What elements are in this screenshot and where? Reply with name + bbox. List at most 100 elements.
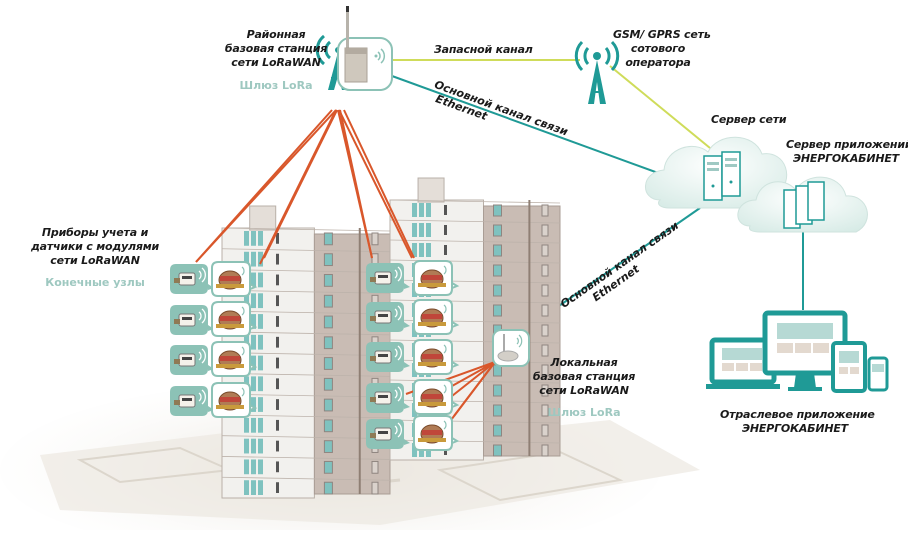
- window: [258, 251, 263, 267]
- window: [493, 204, 502, 217]
- window: [258, 459, 263, 475]
- devices-group: [706, 310, 889, 393]
- roof-block: [417, 177, 445, 203]
- tablet-icon: [831, 341, 867, 393]
- pipe-icon: [418, 438, 446, 442]
- pipe-icon: [174, 319, 180, 324]
- wireless-icon: [241, 306, 245, 316]
- window: [244, 480, 249, 495]
- window: [444, 245, 447, 255]
- window: [244, 438, 249, 454]
- window: [276, 233, 279, 244]
- meter-band: [220, 397, 240, 402]
- pipe-icon: [370, 356, 376, 361]
- meter-band: [220, 316, 240, 321]
- cell-tower-icon: [574, 40, 620, 104]
- wireless-icon: [443, 420, 447, 430]
- water-meter-node: [413, 415, 460, 451]
- roof-block: [249, 205, 277, 231]
- window: [323, 274, 333, 287]
- window: [258, 438, 263, 454]
- network-server-label: Сервер сети: [711, 113, 787, 126]
- window: [251, 376, 256, 392]
- meter-display: [182, 398, 192, 401]
- floor-line: [389, 239, 561, 244]
- window: [371, 481, 379, 495]
- heat-meter-node: [366, 263, 410, 293]
- water-meter-node: [211, 301, 258, 337]
- app-server-cloud: [737, 176, 868, 233]
- wireless-icon: [201, 389, 206, 405]
- meter-display: [182, 317, 192, 320]
- pipe-icon: [174, 278, 180, 283]
- water-meter-node: [413, 260, 460, 296]
- window: [412, 243, 417, 257]
- meter-band: [422, 314, 442, 319]
- window: [251, 334, 256, 350]
- pipe-icon: [174, 359, 180, 364]
- window: [244, 459, 249, 475]
- backup-link: [392, 59, 711, 149]
- window: [323, 315, 333, 329]
- wireless-icon: [201, 267, 206, 283]
- radio-link: [195, 109, 333, 263]
- wireless-icon: [397, 422, 402, 438]
- window: [493, 424, 502, 437]
- window: [323, 253, 333, 267]
- meter-band: [422, 354, 442, 359]
- water-meter-node: [211, 382, 258, 418]
- window: [276, 461, 279, 473]
- window: [258, 480, 263, 495]
- window: [276, 482, 279, 493]
- window: [541, 324, 549, 337]
- heat-meter-node: [170, 264, 214, 294]
- pipe-icon: [216, 324, 244, 328]
- window: [426, 243, 431, 257]
- window: [426, 203, 431, 217]
- floor-line: [221, 414, 391, 419]
- window: [323, 294, 333, 308]
- window: [541, 384, 549, 397]
- window: [493, 444, 502, 457]
- meter-display: [378, 431, 388, 434]
- window: [276, 336, 279, 348]
- window: [276, 399, 279, 410]
- wireless-icon: [443, 344, 447, 354]
- window: [541, 364, 549, 377]
- app-server-label: Сервер приложений ЭНЕРГОКАБИНЕТ: [786, 138, 908, 165]
- window: [276, 419, 279, 431]
- window: [276, 274, 279, 286]
- radio-link: [451, 361, 496, 397]
- gsm-label: GSM/ GPRS сеть сотового оператора: [613, 28, 711, 69]
- heat-meter-node: [170, 386, 214, 416]
- window: [258, 314, 263, 329]
- wireless-icon: [394, 425, 398, 435]
- laptop-icon: [706, 337, 780, 389]
- meter-band: [220, 276, 240, 281]
- window: [541, 284, 549, 297]
- pipe-icon: [418, 322, 446, 326]
- window: [541, 344, 549, 357]
- meter-band: [422, 394, 442, 399]
- window: [258, 355, 263, 371]
- backup-link-label: Запасной канал: [434, 43, 533, 56]
- pipe-icon: [370, 277, 376, 282]
- window: [251, 438, 256, 454]
- window: [323, 357, 333, 370]
- main-link-top: [391, 75, 673, 179]
- pipe-icon: [418, 283, 446, 287]
- floor-line: [221, 476, 391, 481]
- window: [251, 417, 256, 433]
- wireless-icon: [241, 266, 245, 276]
- wireless-icon: [443, 384, 447, 394]
- window: [251, 397, 256, 412]
- wireless-icon: [198, 351, 202, 361]
- window: [412, 443, 417, 457]
- window: [258, 417, 263, 433]
- local-station-label: Локальная базовая станция сети LoRaWAN: [532, 356, 636, 397]
- window: [493, 304, 502, 317]
- window: [244, 251, 249, 267]
- window: [541, 424, 549, 437]
- local-station-sublabel: Шлюз LoRa: [547, 406, 621, 419]
